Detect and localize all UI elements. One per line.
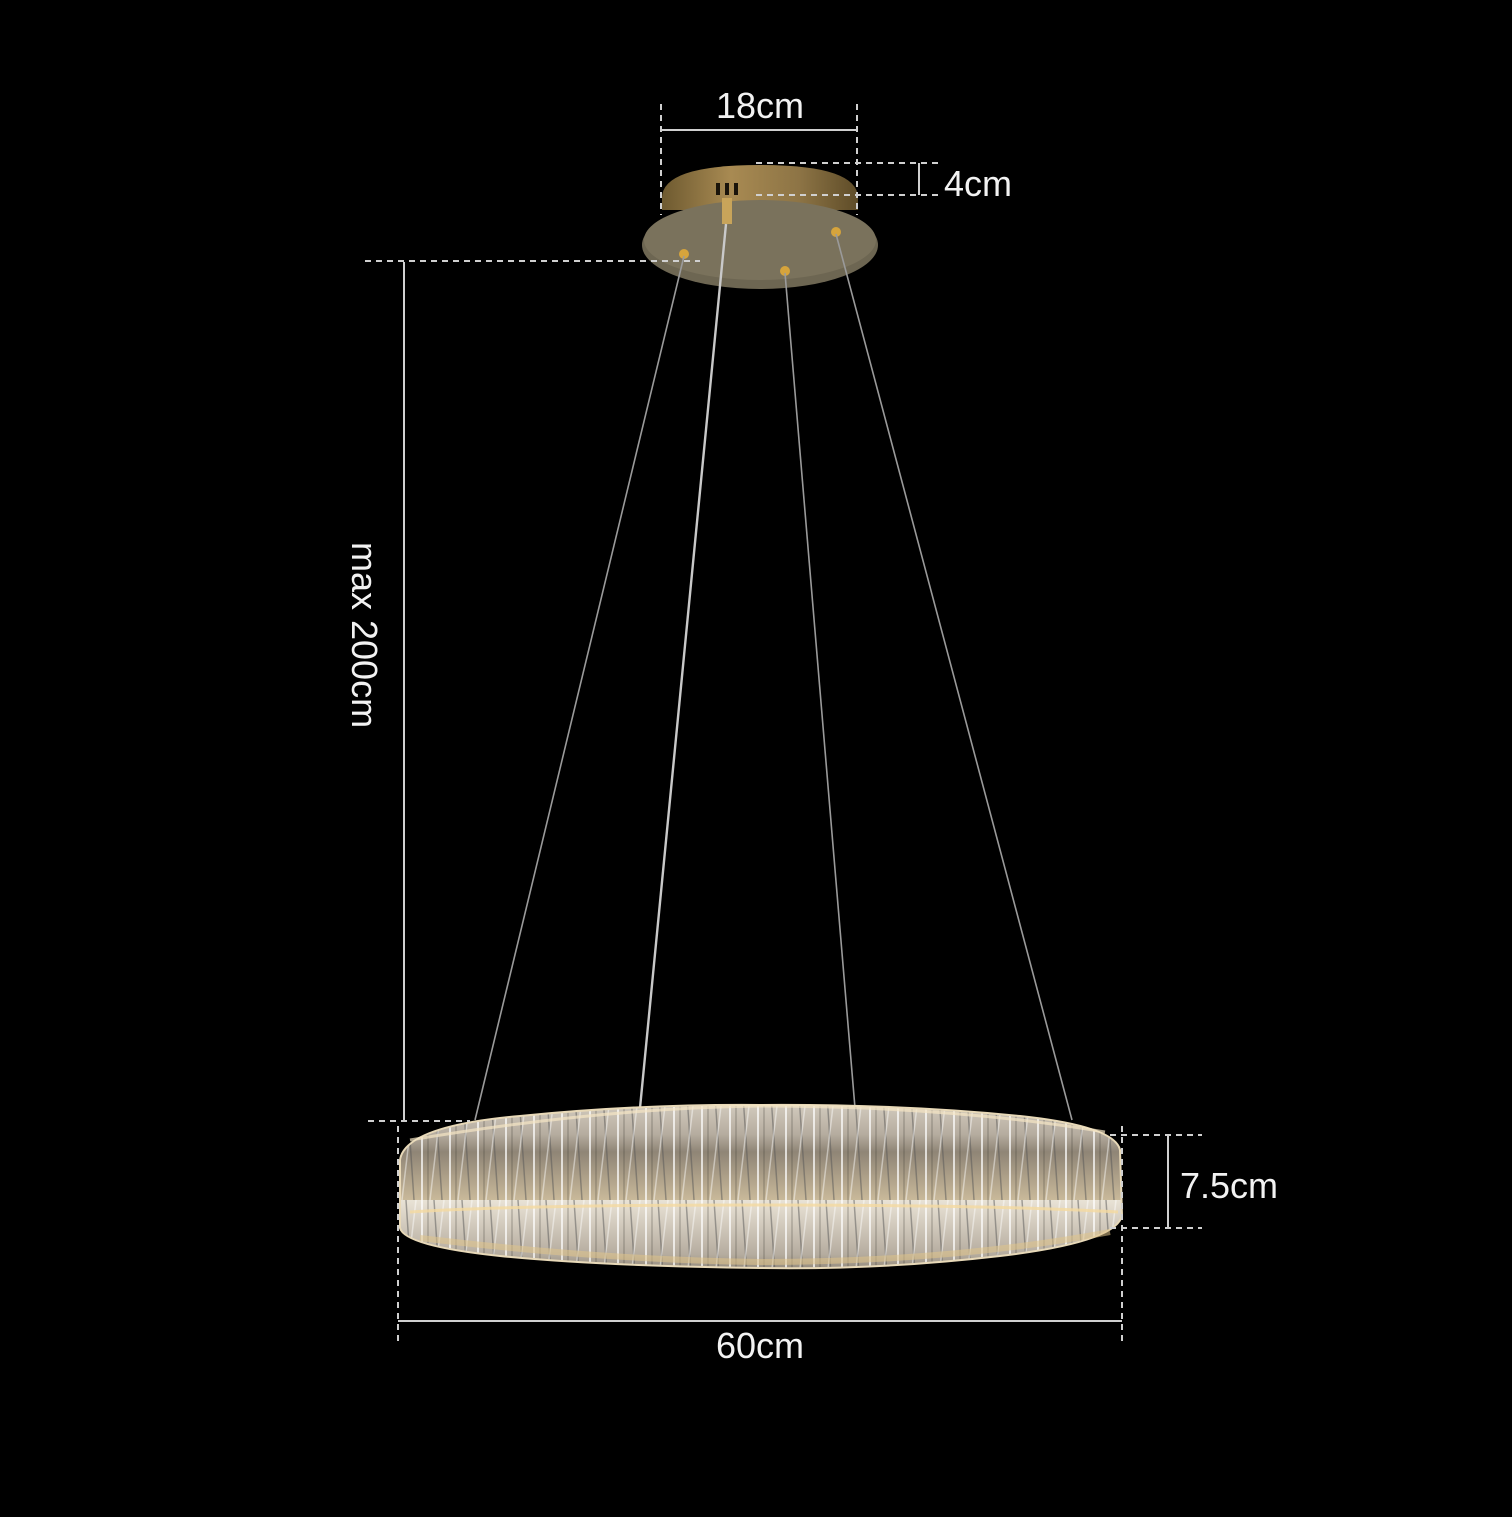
canopy xyxy=(642,165,878,289)
cable-anchor xyxy=(679,249,689,259)
canopy-diameter-label: 18cm xyxy=(716,85,805,126)
ring-height-label: 7.5cm xyxy=(1180,1165,1279,1206)
suspension-cables xyxy=(474,223,1073,1121)
dimension-lines xyxy=(365,104,1202,1345)
cord-grip xyxy=(722,198,732,224)
ring-diameter-label: 60cm xyxy=(716,1325,805,1366)
max-drop-label: max 200cm xyxy=(344,542,385,729)
power-cord xyxy=(638,223,728,1109)
canopy-height-label: 4cm xyxy=(944,163,1013,204)
cable-anchor xyxy=(780,266,790,276)
crystal-ring xyxy=(399,1103,1124,1270)
cable-anchor xyxy=(831,227,841,237)
